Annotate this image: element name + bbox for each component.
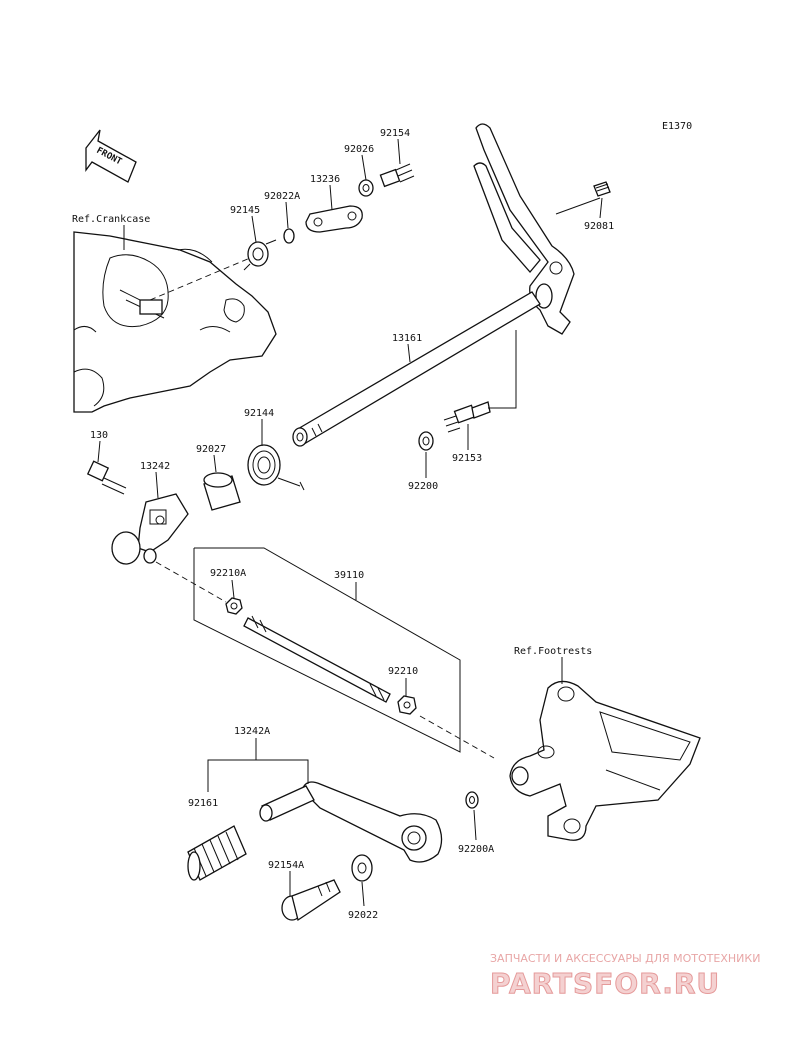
washer-92022 [351, 854, 373, 882]
footrest-bracket [509, 680, 701, 841]
washer-92026 [358, 179, 374, 197]
nut-92210 [397, 695, 417, 715]
callout-92145: 92145 [230, 205, 260, 216]
callout-92081: 92081 [584, 221, 614, 232]
callout-92153: 92153 [452, 453, 482, 464]
watermark-tagline: ЗАПЧАСТИ И АКСЕССУАРЫ ДЛЯ МОТОТЕХНИКИ [490, 952, 760, 965]
bolt-92154 [379, 163, 415, 188]
callout-13161: 13161 [392, 333, 422, 344]
washer-92022A [283, 228, 295, 244]
washer-92200A [465, 791, 479, 809]
callout-13242A: 13242A [234, 726, 270, 737]
bolt-92154A [281, 879, 341, 922]
ref-footrests-label: Ref.Footrests [514, 646, 592, 657]
spring-92145 [243, 239, 277, 271]
callout-92161: 92161 [188, 798, 218, 809]
rubber-92161 [187, 825, 247, 881]
shift-arm-13161 [473, 123, 575, 335]
callout-92154: 92154 [380, 128, 410, 139]
shift-shaft-13161 [292, 291, 541, 447]
washer-92200 [418, 431, 434, 451]
front-arrow-icon: FRONT [85, 129, 137, 183]
callout-92210A: 92210A [210, 568, 246, 579]
pedal-peg-92161 [259, 785, 315, 822]
callout-92022: 92022 [348, 910, 378, 921]
ref-crankcase-label: Ref.Crankcase [72, 214, 150, 225]
crankcase-outline [73, 231, 277, 413]
watermark-brand: PARTSFOR.RU [490, 967, 720, 1000]
nut-92210A [225, 597, 243, 615]
callout-13236: 13236 [310, 174, 340, 185]
callout-92200A: 92200A [458, 844, 494, 855]
callout-92144: 92144 [244, 408, 274, 419]
diagram-id: E1370 [662, 121, 692, 132]
callout-13242: 13242 [140, 461, 170, 472]
callout-92200: 92200 [408, 481, 438, 492]
plate-13236 [305, 205, 363, 233]
shift-lever-13242 [111, 493, 189, 565]
bracket-39110 [193, 547, 461, 753]
callout-130: 130 [90, 430, 108, 441]
bolt-130 [86, 460, 127, 495]
shift-pedal-13242A [301, 781, 443, 863]
bolt-92153 [443, 401, 491, 433]
spring-92144 [247, 444, 305, 491]
callout-92154A: 92154A [268, 860, 304, 871]
callout-92210: 92210 [388, 666, 418, 677]
callout-39110: 39110 [334, 570, 364, 581]
callout-92026: 92026 [344, 144, 374, 155]
pin-92081 [593, 181, 611, 197]
tie-rod-39110 [243, 615, 391, 703]
callout-92022A: 92022A [264, 191, 300, 202]
callout-92027: 92027 [196, 444, 226, 455]
collar-92027 [203, 472, 241, 511]
